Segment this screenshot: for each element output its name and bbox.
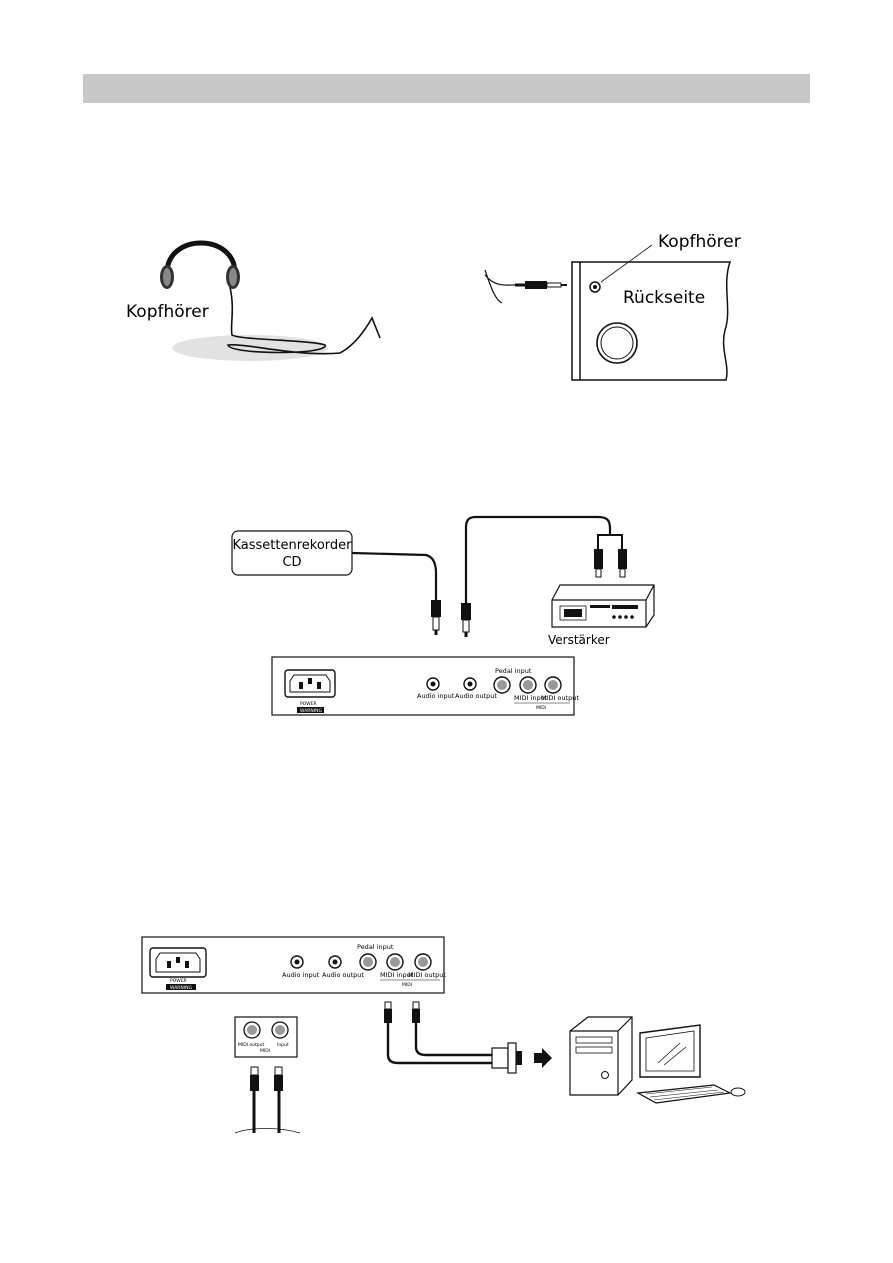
pedal-input-label: Pedal input — [357, 943, 394, 951]
pedal-input-label: Pedal input — [495, 667, 532, 675]
audio-output-label: Audio output — [322, 971, 364, 979]
rear-jack-illustration: Kopfhörer Rückseite — [484, 232, 741, 381]
rear-label: Rückseite — [623, 288, 705, 308]
midi-output-label: MIDI output — [541, 694, 579, 702]
rca-plug-right — [618, 549, 627, 569]
arrow-icon — [534, 1048, 552, 1068]
audio-input-label: Audio input — [417, 692, 455, 700]
power-label: POWER — [170, 978, 187, 984]
detail-midi-output-label: MIDI output — [238, 1042, 265, 1048]
headphone-plug — [525, 281, 547, 289]
headphones-illustration: Kopfhörer — [126, 240, 381, 361]
usb-interface — [491, 1047, 509, 1069]
midi-output-label: MIDI output — [408, 971, 446, 979]
warning-label: WARNING — [300, 708, 322, 714]
midi-input-label: MIDI input — [380, 971, 414, 979]
audio-connection-diagram: Kassettenrekorder CD Verstärker POWER WA… — [231, 515, 655, 716]
jack-label: Kopfhörer — [658, 232, 741, 252]
headphones-label: Kopfhörer — [126, 302, 209, 322]
rca-plug-left — [594, 549, 603, 569]
output-cable — [464, 515, 612, 603]
audio-output-label: Audio output — [455, 692, 497, 700]
section-header-bar — [83, 74, 810, 103]
power-label: POWER — [300, 701, 317, 707]
midi-input-label: MIDI input — [514, 694, 548, 702]
midi-connection-diagram: POWER WARNING Audio input Audio output P… — [141, 936, 746, 1134]
computer-keyboard — [636, 1084, 733, 1104]
input-cable — [351, 551, 438, 600]
amplifier-label: Verstärker — [548, 633, 610, 647]
detail-midi-group-label: MIDI — [260, 1048, 270, 1054]
midi-detail-panel — [234, 1016, 298, 1058]
computer-tower — [569, 1016, 633, 1096]
computer-mouse — [730, 1087, 746, 1097]
detail-midi-input-label: Input — [277, 1042, 289, 1048]
jack-cable — [484, 269, 516, 304]
headphone-cable — [227, 286, 381, 355]
piano-side-panel — [571, 261, 732, 381]
warning-label: WARNING — [170, 985, 192, 991]
headband — [164, 240, 238, 274]
source-box-line2: CD — [282, 555, 301, 570]
source-box-line1: Kassettenrekorder — [232, 538, 352, 553]
audio-input-label: Audio input — [282, 971, 320, 979]
midi-group-label: MIDI — [402, 982, 412, 988]
midi-group-label: MIDI — [536, 705, 546, 711]
floor-shadow — [172, 335, 328, 361]
speaker-opening — [596, 322, 638, 364]
midi-usb-cable — [386, 1023, 492, 1065]
